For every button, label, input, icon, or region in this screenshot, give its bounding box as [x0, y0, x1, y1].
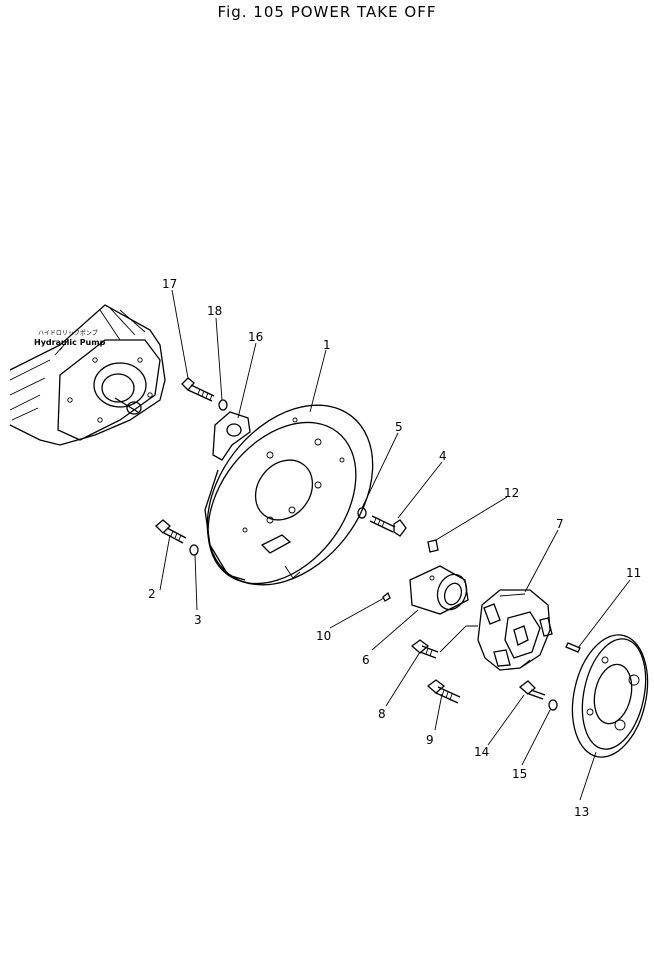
callout-numbers: 17 18 16 1 5 4 12 7 11 2 3 10 6 8 9 14 1… [148, 277, 641, 819]
coupling-7 [477, 589, 553, 671]
pin-11 [565, 642, 581, 653]
washer-18 [218, 399, 228, 411]
hub-6 [409, 565, 469, 615]
callout-6: 6 [362, 653, 370, 667]
callout-4: 4 [439, 449, 447, 463]
callout-2: 2 [148, 587, 156, 601]
flange-13 [571, 634, 649, 758]
callout-8: 8 [378, 707, 386, 721]
callout-14: 14 [474, 745, 489, 759]
callout-7: 7 [556, 517, 564, 531]
bracket-16 [212, 411, 251, 461]
bolt-14 [518, 680, 546, 700]
pump-label-japanese: ハイドロリックポンプ [38, 329, 98, 337]
callout-18: 18 [207, 304, 222, 318]
hydraulic-pump [9, 304, 166, 446]
callout-15: 15 [512, 767, 527, 781]
washer-3 [189, 544, 199, 556]
bolt-8 [410, 639, 439, 659]
callout-17: 17 [162, 277, 177, 291]
callout-9: 9 [426, 733, 434, 747]
pump-label-english: Hydraulic Pump [34, 338, 106, 347]
callout-5: 5 [395, 420, 403, 434]
callout-10: 10 [316, 629, 331, 643]
housing-1 [204, 404, 374, 586]
callout-1: 1 [323, 338, 331, 352]
bolt-9 [426, 679, 461, 704]
bolt-17 [181, 377, 215, 402]
leader-lines [159, 289, 631, 801]
plug-12 [427, 539, 439, 553]
figure-title: Fig. 105 POWER TAKE OFF [217, 3, 437, 21]
bolt-2 [155, 519, 187, 544]
bolt-4 [369, 515, 407, 537]
callout-12: 12 [504, 486, 519, 500]
callout-16: 16 [248, 330, 263, 344]
callout-13: 13 [574, 805, 589, 819]
callout-11: 11 [626, 566, 641, 580]
washer-15 [548, 699, 558, 711]
pin-10 [382, 591, 391, 602]
callout-3: 3 [194, 613, 202, 627]
